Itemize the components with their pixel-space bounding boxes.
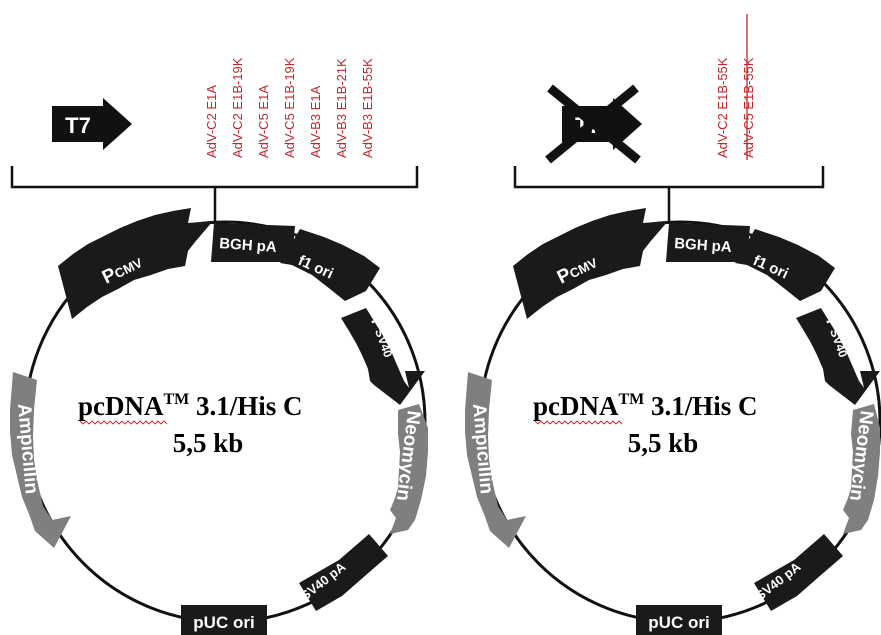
plasmid-title: pcDNATM 3.1/His C [78,391,303,421]
insert-label: AdV-B3 E1A [308,85,323,158]
f1-origin: f1 ori [735,229,835,301]
bgh-polya: BGH pA [666,223,750,262]
sv40-polya: SV40 pA [753,534,843,611]
ampicillin-gene: Ampicillin [465,372,526,548]
neomycin-gene: Neomycin [390,404,428,534]
insert-label: AdV-B3 E1B-21K [334,58,349,158]
plasmid-size: 5,5 kb [628,428,699,458]
spellcheck-underline [79,420,168,425]
insert-label: AdV-C2 E1A [204,85,219,158]
bgh-polya: BGH pA [211,223,295,262]
insert-label-struck: AdV-C5 E1B-55K [741,57,756,158]
sv40-polya: SV40 pA [298,534,388,611]
mcs-bracket [10,166,419,224]
puc-origin: pUC ori [636,605,722,635]
insert-list: AdV-C2 E1A AdV-C2 E1B-19K AdV-C5 E1A AdV… [204,57,375,158]
spellcheck-underline [534,420,623,425]
ampicillin-gene: Ampicillin [10,372,71,548]
bgh-label: BGH pA [674,235,733,256]
insert-label: AdV-C5 E1B-19K [282,57,297,158]
ampicillin-label: Ampicillin [468,403,497,495]
insert-label: AdV-C2 E1B-55K [715,57,730,158]
pcmv-promoter: PCMV [513,208,668,319]
cross-out-icon [545,84,641,164]
ampicillin-label: Ampicillin [13,403,42,495]
insert-label: AdV-C5 E1A [256,85,271,158]
insert-label: AdV-C2 E1B-19K [230,57,245,158]
panel-right-vector: T7 AdV-C2 E1B-55K AdV-C5 E1B-55K PCMV BG… [465,14,881,635]
panel-left-vector: T7 AdV-C2 E1A AdV-C2 E1B-19K AdV-C5 E1A … [10,57,428,635]
insert-list: AdV-C2 E1B-55K AdV-C5 E1B-55K [715,14,756,160]
f1-origin: f1 ori [280,229,380,301]
t7-promoter-arrow-crossed: T7 [545,84,642,164]
plasmid-title: pcDNATM 3.1/His C [533,391,758,421]
bgh-label: BGH pA [219,235,278,256]
puc-origin: pUC ori [181,605,267,635]
plasmid-name: pcDNATM 3.1/His C 5,5 kb [533,391,758,458]
psv40-promoter: PSV40 [796,308,880,405]
pcmv-promoter: PCMV [58,208,213,319]
puc-label: pUC ori [648,613,709,632]
puc-label: pUC ori [193,613,254,632]
t7-promoter-arrow: T7 [52,98,132,150]
plasmid-name: pcDNATM 3.1/His C 5,5 kb [78,391,303,458]
plasmid-size: 5,5 kb [173,428,244,458]
neomycin-gene: Neomycin [843,404,880,534]
t7-label: T7 [65,113,91,138]
insert-label: AdV-B3 E1B-55K [360,58,375,158]
mcs-bracket [513,166,825,224]
